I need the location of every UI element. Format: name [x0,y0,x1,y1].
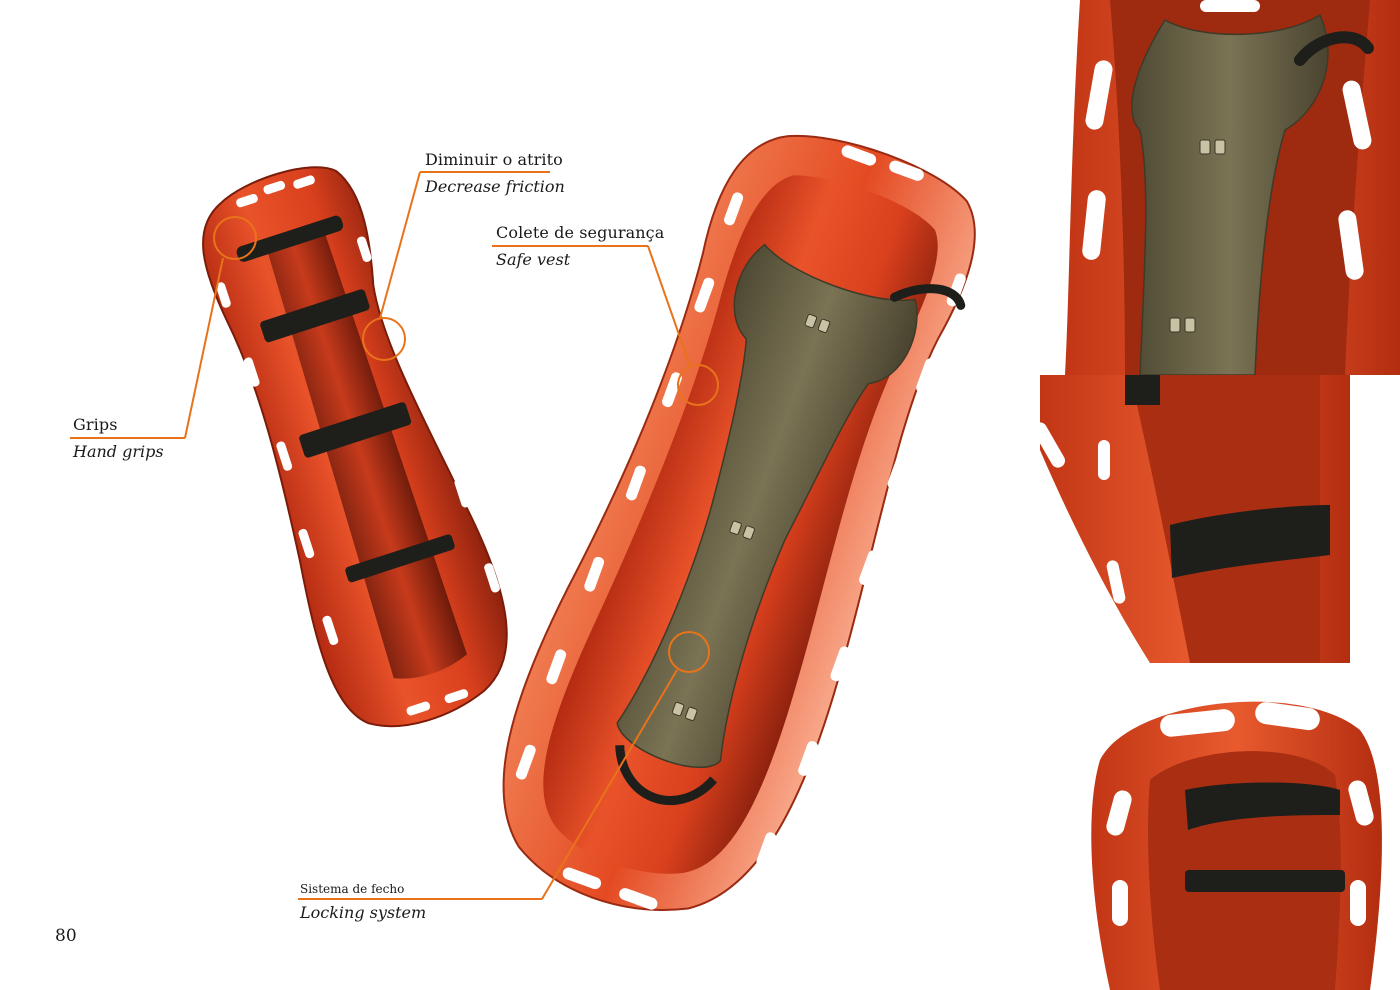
vest-detail [1131,13,1329,375]
callout-locking-en: Locking system [300,903,427,922]
board-straps [236,215,455,583]
board-channel [266,229,467,679]
callout-circle-locking [668,631,710,673]
detail-strap-closeup [1040,375,1350,663]
strap-detail [1170,505,1330,578]
callout-circle-friction [362,317,406,361]
callout-vest-pt: Colete de segurança [496,223,665,242]
callout-grips-pt: Grips [73,415,118,434]
callout-friction-pt: Diminuir o atrito [425,150,563,169]
callout-locking-pt: Sistema de fecho [300,882,405,896]
callout-circle-grips [213,216,257,260]
callout-circle-vest [677,364,719,406]
callout-leaders [70,171,719,900]
callout-vest-en: Safe vest [496,250,571,269]
callout-friction-en: Decrease friction [425,177,565,196]
head-grip-strap [1185,782,1340,830]
buckle-icons [671,313,831,721]
detail-head-grip-closeup [1040,663,1400,990]
detail-vest-closeup [1040,0,1400,375]
safety-vest [616,243,918,769]
shoulder-strap [890,284,966,310]
spine-board-bare [202,166,508,728]
page-number: 80 [55,926,77,946]
spine-board-with-vest [502,134,976,911]
callout-grips-en: Hand grips [73,442,164,461]
board-slots [515,145,966,910]
